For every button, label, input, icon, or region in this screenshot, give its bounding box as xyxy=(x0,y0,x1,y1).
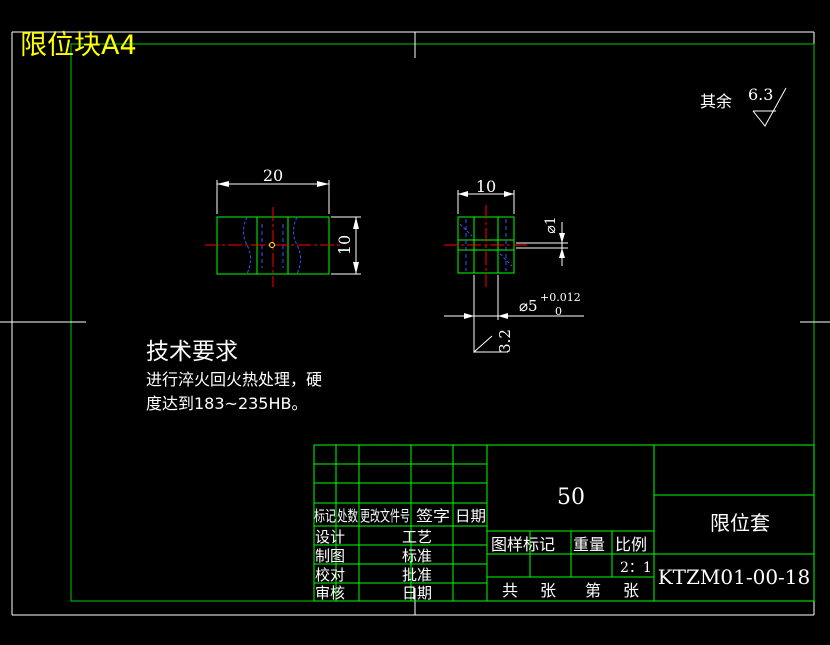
side-bore-tol-lower: 0 xyxy=(555,305,562,318)
side-bore-dim: ⌀5 xyxy=(519,297,538,315)
stage-mark-label: 图样标记 xyxy=(491,535,555,554)
role-standard: 标准 xyxy=(402,547,432,565)
front-height-dim: 10 xyxy=(335,235,354,255)
front-view: 20 10 xyxy=(205,166,361,287)
title-block xyxy=(313,444,815,602)
role-approve: 批准 xyxy=(402,566,432,584)
tech-req-heading: 技术要求 xyxy=(146,339,238,365)
sheet-title: 限位块A4 xyxy=(20,30,137,61)
rev-header-date: 日期 xyxy=(455,507,486,525)
sheets-unit-2: 张 xyxy=(623,581,639,600)
role-checker: 校对 xyxy=(315,566,345,584)
weight-label: 重量 xyxy=(573,535,605,554)
rev-header-change-doc: 更改文件号 xyxy=(360,507,410,525)
material: 50 xyxy=(557,485,585,510)
roughness-note-label: 其余 xyxy=(700,92,732,111)
front-small-hole xyxy=(269,242,275,248)
role-date: 日期 xyxy=(402,584,432,602)
scale-label: 比例 xyxy=(615,535,647,554)
role-process: 工艺 xyxy=(402,528,432,546)
side-small-hole-dim: ⌀1 xyxy=(543,216,559,233)
title-block-text: 标记 处数 更改文件号 签字 日期 设计 制图 校对 审核 工艺 标准 批准 日… xyxy=(314,485,810,602)
role-reviewer: 审核 xyxy=(315,584,345,602)
roughness-note-value: 6.3 xyxy=(748,85,773,104)
rev-header-count: 处数 xyxy=(337,507,358,525)
part-name: 限位套 xyxy=(710,511,770,535)
sheets-unit-1: 张 xyxy=(540,581,556,600)
tech-req-line2: 度达到183~235HB。 xyxy=(146,394,308,413)
side-bore-tol-upper: +0.012 xyxy=(540,291,581,304)
tech-req-line1: 进行淬火回火热处理，硬 xyxy=(146,370,322,389)
scale-value: 2：1 xyxy=(620,560,652,576)
sheet-no-label: 第 xyxy=(585,581,601,600)
rev-header-signature: 签字 xyxy=(416,507,450,525)
side-width-dim: 10 xyxy=(476,177,496,196)
side-roughness-symbol-icon xyxy=(473,318,493,354)
tech-requirements: 技术要求 进行淬火回火热处理，硬 度达到183~235HB。 xyxy=(146,339,322,413)
side-roughness-value: 3.2 xyxy=(496,329,514,353)
general-roughness-note: 其余 6.3 xyxy=(700,85,787,127)
side-view: 10 ⌀1 ⌀5 +0.012 0 3.2 xyxy=(444,177,584,354)
total-sheets-label: 共 xyxy=(502,581,518,600)
rev-header-mark: 标记 xyxy=(314,507,336,525)
roughness-symbol-icon xyxy=(752,87,787,127)
drawing-number: KTZM01-00-18 xyxy=(658,565,811,589)
role-drafter: 制图 xyxy=(315,547,345,565)
front-width-dim: 20 xyxy=(263,166,283,185)
role-designer: 设计 xyxy=(315,528,345,546)
